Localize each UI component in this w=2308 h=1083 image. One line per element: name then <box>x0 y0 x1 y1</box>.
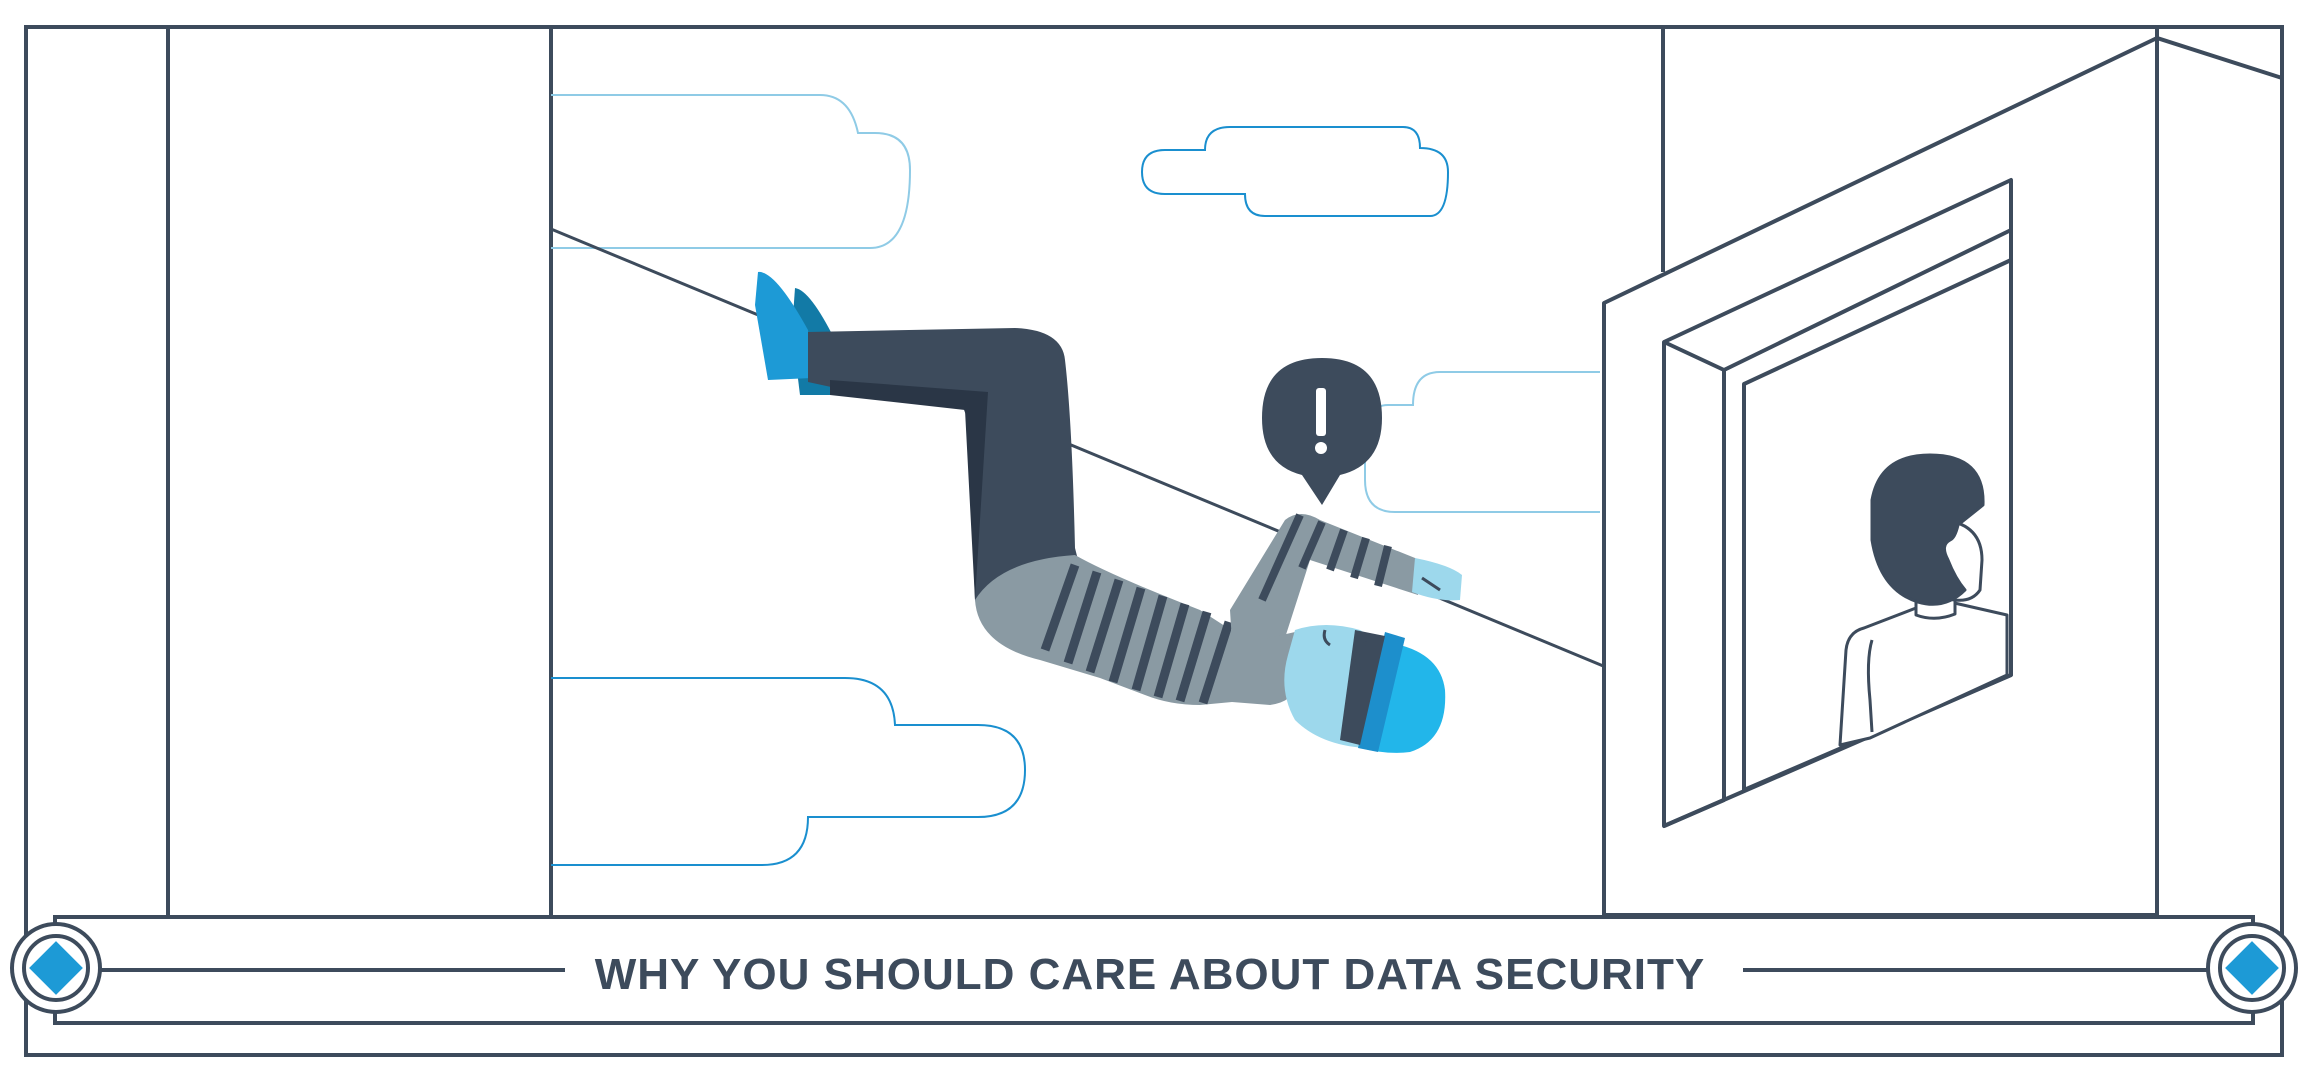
stripe-7 <box>1175 610 1212 703</box>
exclamation-dot <box>1315 442 1327 454</box>
title-banner <box>10 915 2298 1025</box>
thief-mask <box>1340 630 1385 745</box>
stripe-8 <box>1198 620 1234 705</box>
frame-border <box>24 25 2284 1057</box>
stripe-3 <box>1085 578 1124 674</box>
thief-legs <box>808 328 1085 623</box>
window-sill-top <box>1723 228 2012 372</box>
cloud-middle-right <box>1364 371 1600 513</box>
person-shoulders <box>1838 600 2009 747</box>
thief-finger-line <box>1421 576 1441 592</box>
window-inner-side <box>1663 340 1726 828</box>
cloud-top-left <box>551 94 912 249</box>
stripe-1 <box>1040 563 1080 652</box>
thief-ear <box>1355 640 1369 673</box>
arm-stripes <box>1258 513 1392 602</box>
arm-stripe-2 <box>1298 520 1326 570</box>
cloud-bottom-left <box>551 677 1027 866</box>
exclamation-bar <box>1316 388 1326 436</box>
thief-front-shoe <box>755 271 812 380</box>
exclamation-icon <box>1315 388 1327 454</box>
arm-stripe-5 <box>1374 545 1392 587</box>
alert-bubble <box>1262 358 1382 505</box>
person-hair <box>1870 453 1985 606</box>
thief-beanie-band <box>1358 632 1405 752</box>
right-corner-line <box>2156 36 2283 80</box>
stripe-2 <box>1063 570 1102 665</box>
person-in-window <box>1838 453 2009 747</box>
stripe-5 <box>1131 594 1168 692</box>
arm-stripe-4 <box>1350 536 1370 580</box>
thief-leg-shadow <box>830 380 988 600</box>
arm-stripe-1 <box>1258 513 1304 602</box>
cloud-top-center <box>1140 126 1450 217</box>
clouds <box>551 94 1600 866</box>
person-arm-line <box>1866 639 1874 733</box>
thief-eyebrow <box>1322 629 1331 647</box>
thief-character <box>755 271 1462 753</box>
banner-title: WHY YOU SHOULD CARE ABOUT DATA SECURITY <box>594 950 1706 999</box>
torso-stripes <box>1040 563 1234 705</box>
stripe-6 <box>1153 602 1190 699</box>
arm-stripe-3 <box>1326 528 1348 572</box>
thief-hand <box>1412 558 1462 601</box>
stripe-4 <box>1108 586 1146 684</box>
